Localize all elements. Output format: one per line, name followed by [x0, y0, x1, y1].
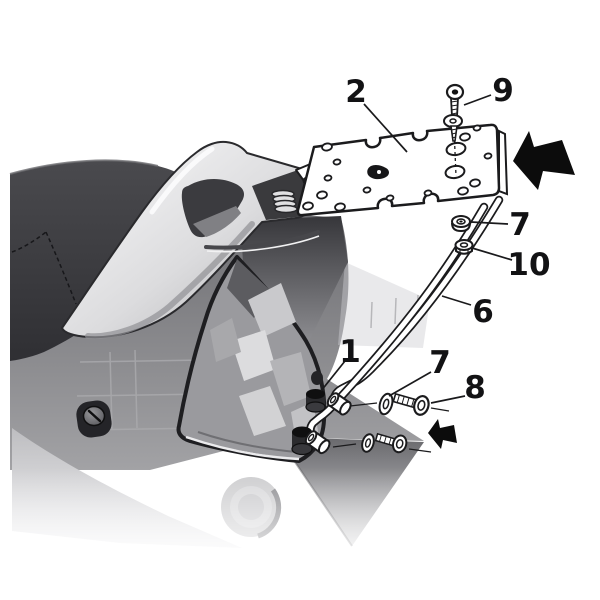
washer-part-7-lower — [378, 392, 394, 416]
callout-label-7-upper: 7 — [509, 207, 531, 243]
screw-part-9 — [443, 83, 465, 142]
seat-lock — [76, 400, 112, 438]
plate-side-tab — [498, 129, 509, 196]
rail-crease — [204, 230, 320, 250]
lower-bolt-assembly-lower — [332, 432, 432, 454]
rail-opening-light — [193, 206, 241, 237]
callout-label-10: 10 — [507, 247, 550, 283]
callout-labels: 2 9 7 10 6 1 7 8 — [339, 73, 550, 406]
left-arrow-icon-small — [428, 419, 457, 449]
sleeve-centerline — [349, 402, 378, 407]
keyhole-icon — [87, 409, 102, 423]
lens-facets — [210, 259, 319, 447]
grab-rail — [61, 140, 320, 340]
sleeve-lower — [304, 430, 331, 455]
callout-label-6: 6 — [472, 294, 494, 330]
bolt-part-8 — [392, 392, 430, 416]
callout-label-2: 2 — [345, 74, 367, 110]
leader-7-upper — [470, 221, 509, 225]
leader-1 — [320, 360, 346, 392]
washer-lower — [361, 433, 375, 453]
leader-10 — [471, 247, 513, 261]
plate-slot — [367, 164, 389, 180]
screw-target-holes — [444, 141, 467, 180]
leader-6 — [441, 295, 472, 306]
washer-nut-part-10 — [454, 239, 474, 255]
fade-overlay — [0, 468, 600, 600]
rail-highlight — [149, 146, 215, 215]
tail-light — [176, 255, 327, 463]
leader-7-lower — [388, 371, 432, 397]
leader-8 — [430, 395, 466, 404]
plate-holes — [302, 124, 493, 212]
spring — [271, 189, 298, 214]
fitting-plate-part-2 — [296, 123, 509, 217]
callout-label-9: 9 — [492, 73, 514, 109]
callout-label-1: 1 — [339, 334, 361, 370]
callout-label-8: 8 — [464, 370, 486, 406]
lower-bolt-assembly-upper — [349, 392, 450, 416]
callout-label-7-lower: 7 — [429, 345, 451, 381]
left-arrow-icon-large — [513, 131, 575, 190]
bolt-lower — [374, 432, 408, 454]
leader-lines — [320, 94, 513, 404]
under-plate-shadow — [242, 216, 348, 341]
sleeve-upper — [326, 392, 352, 416]
stay-end-sleeves — [304, 392, 352, 455]
mounting-boss-upper — [305, 389, 326, 413]
leader-9 — [463, 94, 492, 106]
nut-part-7-upper — [451, 215, 471, 233]
seat-stitch-seam — [11, 231, 77, 305]
leader-2 — [363, 103, 408, 153]
